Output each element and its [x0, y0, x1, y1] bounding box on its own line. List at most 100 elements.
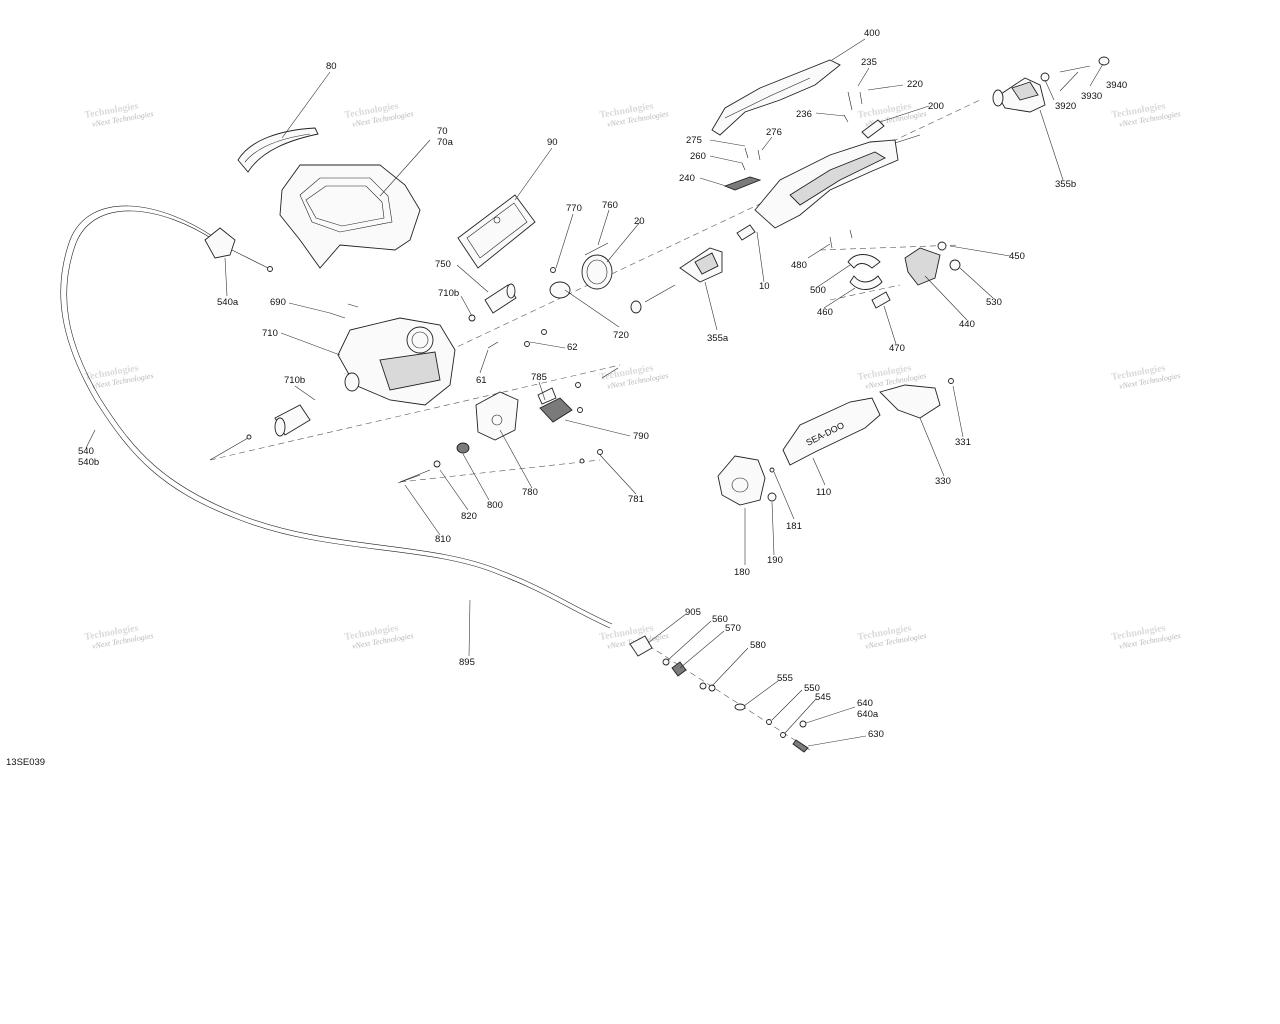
part-400-handle-cover	[711, 59, 841, 136]
part-720-cap	[549, 281, 571, 299]
part-800-connector	[399, 442, 470, 483]
part-710-housing	[337, 317, 456, 406]
fasteners	[246, 91, 863, 484]
part-355a-grip	[630, 247, 723, 314]
callout-20: 20	[634, 216, 645, 227]
callout-61: 61	[476, 375, 487, 386]
part-760-bolt	[584, 242, 609, 256]
callout-540a: 540a	[217, 297, 239, 308]
part-240-lever	[723, 176, 762, 191]
part-580-nut	[699, 682, 716, 692]
callout-470: 470	[889, 343, 905, 354]
callout-180: 180	[734, 567, 750, 578]
callout-800: 800	[487, 500, 503, 511]
diagram-reference-id: 13SE039	[6, 757, 45, 768]
callout-785: 785	[531, 372, 547, 383]
callout-400: 400	[864, 28, 880, 39]
part-440-bracket	[904, 241, 961, 286]
part-90-frame	[457, 194, 536, 269]
throttle-cable	[60, 205, 613, 629]
callout-480: 480	[791, 260, 807, 271]
callout-780: 780	[522, 487, 538, 498]
callout-70a: 70a	[437, 137, 454, 148]
callout-570: 570	[725, 623, 741, 634]
callout-440: 440	[959, 319, 975, 330]
callout-220: 220	[907, 79, 923, 90]
callout-190: 190	[767, 555, 783, 566]
callout-530: 530	[986, 297, 1002, 308]
part-180-housing	[717, 455, 777, 506]
callout-545: 545	[815, 692, 831, 703]
callout-240: 240	[679, 173, 695, 184]
callout-640: 640	[857, 698, 873, 709]
part-10-handlebar	[736, 134, 921, 241]
callout-760: 760	[602, 200, 618, 211]
watermarks: Technologies vNext Technologies Technolo…	[84, 101, 1182, 651]
callout-330: 330	[935, 476, 951, 487]
part-555-sleeve	[734, 703, 746, 711]
callout-710b: 710b	[438, 288, 459, 299]
callout-10: 10	[759, 281, 770, 292]
part-470-bracket	[871, 291, 891, 309]
callout-750: 750	[435, 259, 451, 270]
callout-276: 276	[766, 127, 782, 138]
callout-810: 810	[435, 534, 451, 545]
part-3920-3940-end-hardware	[1040, 56, 1110, 82]
assembly-axis-lines	[209, 99, 981, 751]
part-540a-cable-end	[204, 227, 273, 272]
callout-200: 200	[928, 101, 944, 112]
part-200-bracket	[861, 119, 885, 139]
callout-580: 580	[750, 640, 766, 651]
part-20-ring	[581, 254, 613, 290]
callout-540: 540	[78, 446, 94, 457]
callout-355a: 355a	[707, 333, 729, 344]
part-70-gauge-support	[279, 164, 421, 269]
callout-500: 500	[810, 285, 826, 296]
callout-781: 781	[628, 494, 644, 505]
callout-355b: 355b	[1055, 179, 1076, 190]
part-630-barrel	[792, 739, 809, 753]
part-640-screw	[799, 720, 807, 728]
callout-3940: 3940	[1106, 80, 1127, 91]
callout-895: 895	[459, 657, 475, 668]
callout-90: 90	[547, 137, 558, 148]
callout-80: 80	[326, 61, 337, 72]
callout-770: 770	[566, 203, 582, 214]
callout-260: 260	[690, 151, 706, 162]
callout-820: 820	[461, 511, 477, 522]
callout-460: 460	[817, 307, 833, 318]
callout-640a: 640a	[857, 709, 879, 720]
callout-62: 62	[567, 342, 578, 353]
callout-690: 690	[270, 297, 286, 308]
callout-550: 550	[804, 683, 820, 694]
part-905-ferrule	[629, 635, 653, 657]
part-750-sleeve	[484, 283, 517, 314]
part-710b-sleeve	[209, 404, 311, 461]
callout-labels: 80 70 70a 90 770 760 20 400 235 220 200 …	[78, 28, 1127, 740]
part-560-570-nuts	[662, 658, 687, 677]
part-780-switch-housing	[475, 391, 519, 441]
callout-630: 630	[868, 729, 884, 740]
callout-540b: 540b	[78, 457, 99, 468]
callout-235: 235	[861, 57, 877, 68]
callout-710b-lower: 710b	[284, 375, 305, 386]
callout-560: 560	[712, 614, 728, 625]
part-80-cover	[237, 127, 319, 173]
part-110-decor-panel: SEA-DOO	[782, 397, 881, 466]
callout-275: 275	[686, 135, 702, 146]
part-790-switch	[537, 387, 573, 423]
leader-lines	[85, 38, 1104, 747]
callout-110: 110	[816, 487, 831, 498]
part-460-clamp	[849, 275, 883, 290]
callout-70: 70	[437, 126, 448, 137]
callout-236: 236	[796, 109, 812, 120]
callout-790: 790	[633, 431, 649, 442]
callout-555: 555	[777, 673, 793, 684]
callout-181: 181	[786, 521, 802, 532]
cable-hose-895	[128, 486, 502, 604]
part-355b-grip	[992, 77, 1046, 113]
callout-450: 450	[1009, 251, 1025, 262]
callout-720: 720	[613, 330, 629, 341]
callout-331: 331	[955, 437, 971, 448]
callout-710: 710	[262, 328, 278, 339]
